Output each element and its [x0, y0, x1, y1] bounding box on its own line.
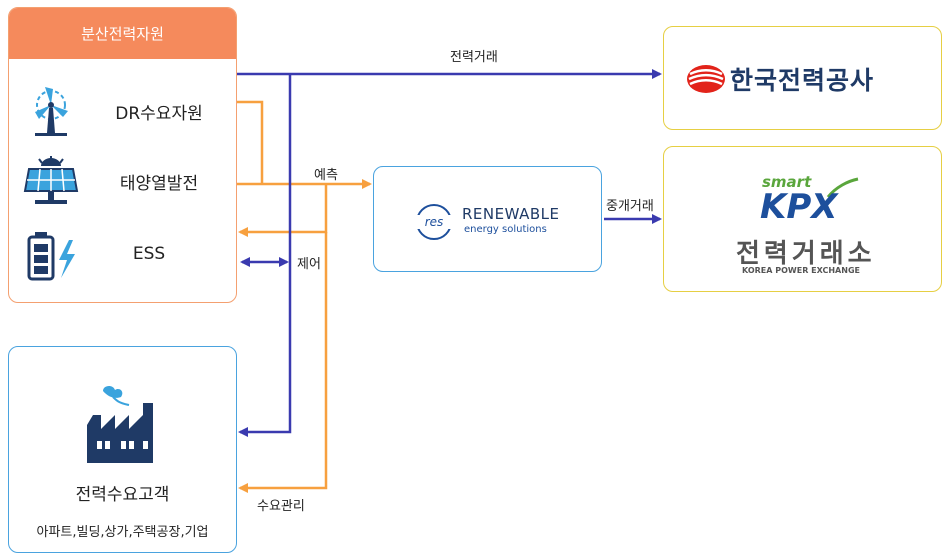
der-item-label: 태양열발전: [119, 174, 199, 194]
solar-panel-icon: [23, 156, 79, 204]
der-header: 분산전력자원: [9, 8, 236, 59]
der-item-solar: 태양열발전: [9, 151, 236, 211]
factory-icon: [87, 385, 153, 463]
der-item-ess: ESS: [9, 226, 236, 286]
demand-mgmt-label: 수요관리: [257, 499, 305, 514]
der-item-label: ESS: [132, 244, 166, 264]
control-label: 제어: [297, 257, 321, 272]
demand-mgmt-line: [238, 232, 328, 493]
customer-subtitle: 아파트,빌딩,상가,주택공장,기업: [36, 525, 209, 540]
forecast-label: 예측: [314, 168, 338, 183]
kepco-name: 한국전력공사: [730, 66, 875, 95]
power-trade-label: 전력거래: [450, 50, 498, 65]
customer-box: 전력수요고객 아파트,빌딩,상가,주택공장,기업: [8, 346, 237, 553]
res-tagline: energy solutions: [464, 224, 547, 235]
brokerage-label: 중개거래: [606, 199, 654, 214]
res-logo-icon: res: [414, 204, 454, 240]
kpx-name: 전력거래소: [736, 239, 876, 269]
kepco-logo-icon: [687, 65, 725, 93]
dr-to-forecast-line: [237, 100, 264, 184]
kpx-swoosh-icon: [826, 177, 859, 198]
wind-turbine-icon: [35, 87, 68, 136]
control-orange-line: [238, 184, 328, 237]
kpx-mark: KPX: [760, 187, 838, 227]
kpx-english: KOREA POWER EXCHANGE: [742, 266, 860, 275]
kepco-box: 한국전력공사: [663, 26, 942, 130]
der-box: 분산전력자원 DR수요자원 태양열발전: [8, 7, 237, 303]
der-item-dr: DR수요자원: [9, 81, 236, 141]
battery-icon: [27, 232, 75, 281]
res-box: res RENEWABLE energy solutions: [373, 166, 602, 272]
kpx-smart: smart: [762, 173, 812, 191]
trunk-to-customer-line: [238, 74, 292, 437]
svg-text:res: res: [425, 215, 444, 229]
der-item-label: DR수요자원: [115, 104, 203, 124]
kpx-box: smart KPX 전력거래소 KOREA POWER EXCHANGE: [663, 146, 942, 292]
customer-title: 전력수요고객: [75, 485, 170, 505]
res-name: RENEWABLE: [462, 205, 560, 223]
